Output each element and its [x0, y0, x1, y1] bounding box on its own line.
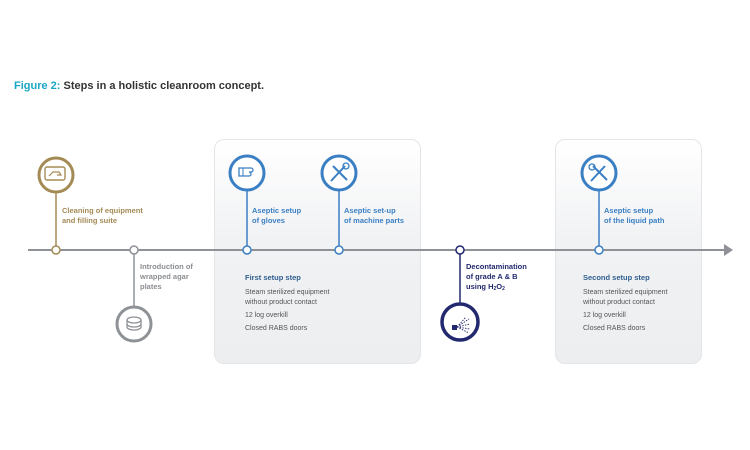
setup1-heading: First setup step	[245, 273, 301, 282]
timeline-arrowhead	[724, 244, 733, 256]
setup2-line4: Closed RABS doors	[583, 325, 646, 332]
gloves-node	[242, 245, 252, 255]
decon-label: Decontamination of grade A & B using H2O…	[466, 262, 527, 294]
decon-formula-sub2: 2	[502, 286, 505, 292]
agar-label-line2: wrapped agar	[140, 272, 189, 281]
cleaning-label: Cleaning of equipment and filling suite	[62, 206, 143, 226]
agar-node	[129, 245, 139, 255]
decon-formula-sub1: 2	[493, 286, 497, 292]
agar-plate-icon	[115, 305, 153, 343]
machine-label-line2: of machine parts	[344, 216, 405, 225]
setup2-line2: without product contact	[583, 299, 655, 306]
gloves-label-line1: Aseptic setup	[252, 206, 302, 215]
gloves-label-line2: of gloves	[252, 216, 285, 225]
second-setup-panel	[555, 139, 702, 364]
tools-icon	[320, 154, 358, 192]
setup1-line2: without product contact	[245, 299, 317, 306]
decon-label-line1: Decontamination	[466, 262, 527, 271]
setup1-line3: 12 log overkill	[245, 312, 288, 319]
cleaning-label-line1: Cleaning of equipment	[62, 206, 143, 215]
liquid-path-tools-icon	[580, 154, 618, 192]
setup1-details: Steam sterilized equipment without produ…	[245, 288, 329, 337]
cleaning-label-line2: and filling suite	[62, 216, 118, 225]
cleaning-node	[51, 245, 61, 255]
liquid-node	[594, 245, 604, 255]
decon-node	[455, 245, 465, 255]
setup1-line1: Steam sterilized equipment	[245, 289, 330, 296]
liquid-label-line1: Aseptic setup	[604, 206, 654, 215]
machine-label: Aseptic set-up of machine parts	[344, 206, 404, 226]
agar-label-line1: Introduction of	[140, 262, 193, 271]
liquid-label-line2: of the liquid path	[604, 216, 665, 225]
decon-formula-prefix: using H	[466, 282, 494, 291]
setup2-line3: 12 log overkill	[583, 312, 626, 319]
agar-label: Introduction of wrapped agar plates	[140, 262, 193, 292]
decon-formula-mid: O	[496, 282, 503, 291]
gloves-label: Aseptic setup of gloves	[252, 206, 301, 226]
machine-label-line1: Aseptic set-up	[344, 206, 396, 215]
liquid-label: Aseptic setup of the liquid path	[604, 206, 664, 226]
machine-node	[334, 245, 344, 255]
decon-label-line2: of grade A & B	[466, 272, 518, 281]
figure-title-text: Steps in a holistic cleanroom concept.	[63, 80, 265, 92]
setup2-line1: Steam sterilized equipment	[583, 289, 668, 296]
setup2-heading: Second setup step	[583, 273, 650, 282]
setup2-details: Steam sterilized equipment without produ…	[583, 288, 667, 337]
figure-title: Figure 2: Steps in a holistic cleanroom …	[14, 80, 264, 92]
setup1-line4: Closed RABS doors	[245, 325, 308, 332]
spray-icon	[440, 302, 480, 342]
glove-icon	[228, 154, 266, 192]
figure-number: Figure 2:	[14, 80, 61, 92]
hand-wiping-icon	[37, 156, 75, 194]
agar-label-line3: plates	[140, 282, 162, 291]
decon-label-line3: using H2O2	[466, 282, 527, 294]
